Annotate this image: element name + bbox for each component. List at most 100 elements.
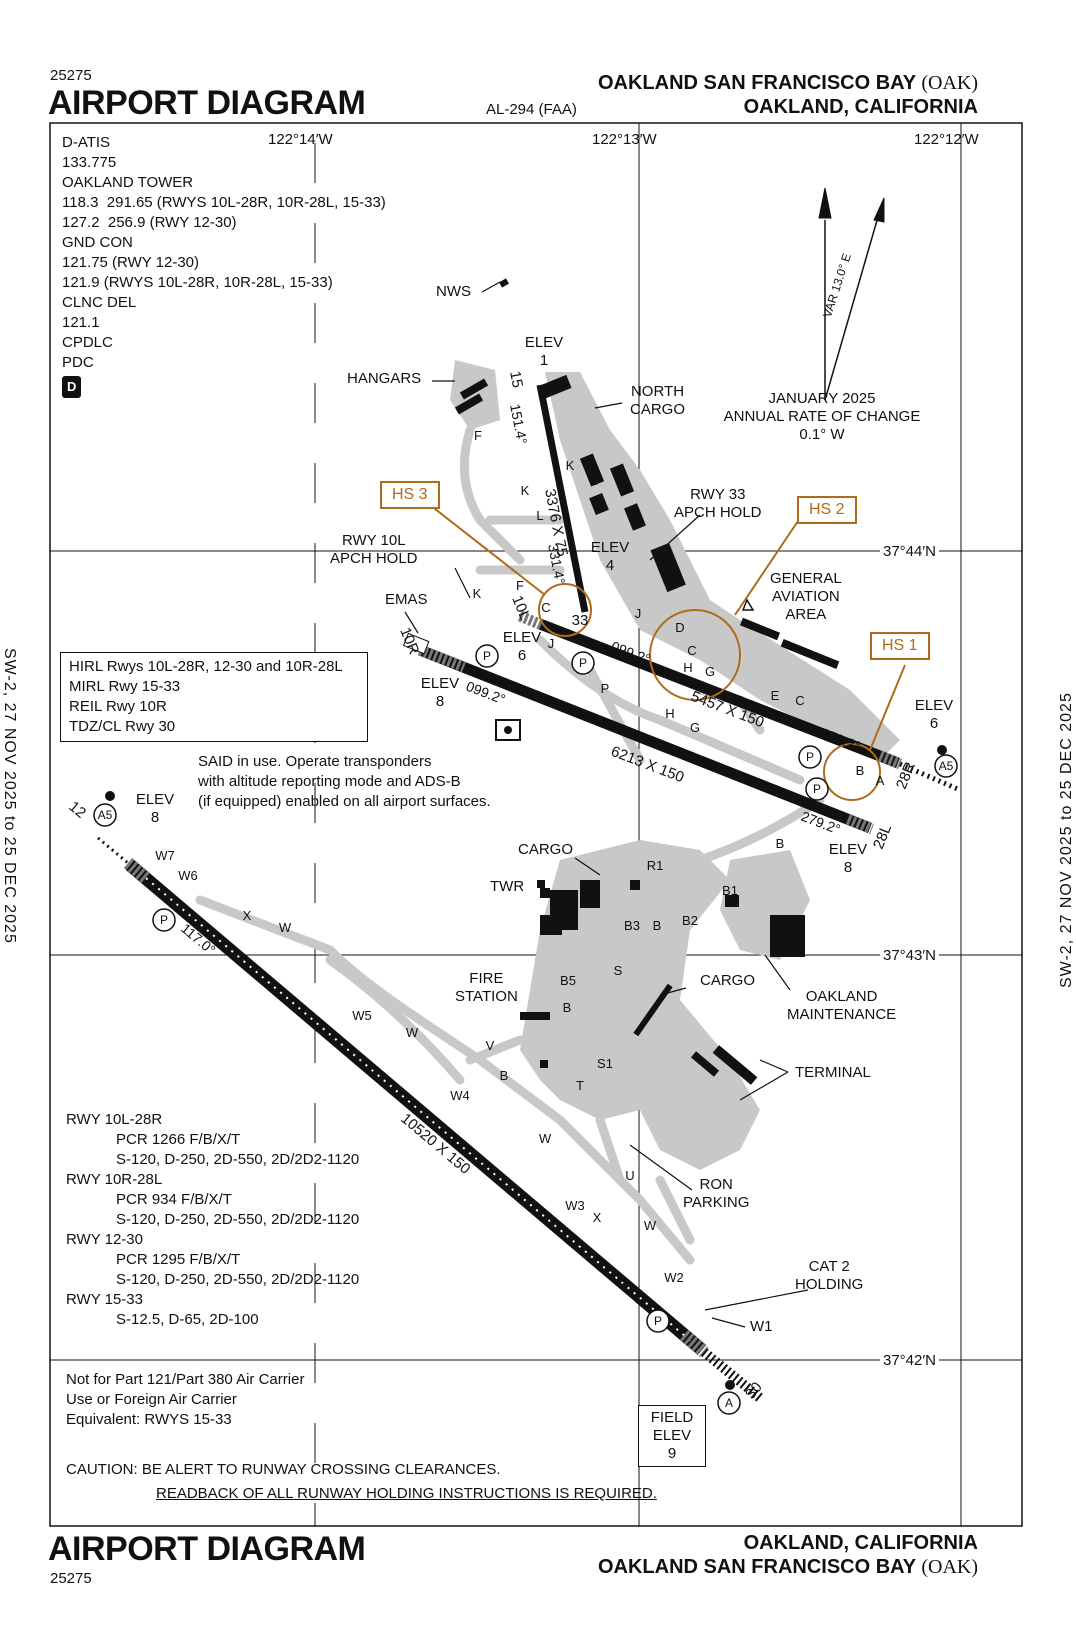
svg-text:W7: W7 — [155, 848, 175, 863]
svg-text:C: C — [795, 693, 804, 708]
svg-text:A5: A5 — [939, 759, 954, 773]
al-number: AL-294 (FAA) — [486, 101, 577, 118]
svg-text:U: U — [625, 1168, 634, 1183]
w1-label: W1 — [750, 1318, 773, 1335]
svg-text:B: B — [563, 1000, 572, 1015]
comms-line: D-ATIS — [62, 134, 111, 151]
airport-name-bottom: OAKLAND SAN FRANCISCO BAY (OAK) — [597, 1556, 978, 1578]
terminal-label: TERMINAL — [795, 1064, 871, 1081]
svg-text:A5: A5 — [98, 808, 113, 822]
svg-text:12: 12 — [65, 798, 89, 822]
svg-text:B1: B1 — [722, 883, 738, 898]
lighting-line: HIRL Rwys 10L-28R, 12-30 and 10R-28L — [69, 658, 343, 675]
svg-text:B2: B2 — [682, 913, 698, 928]
svg-text:W: W — [539, 1131, 552, 1146]
svg-text:P: P — [483, 649, 491, 663]
svg-text:331.4°: 331.4° — [545, 543, 568, 586]
svg-text:10L: 10L — [508, 593, 533, 623]
svg-text:X: X — [593, 1210, 602, 1225]
doc-number-bottom: 25275 — [50, 1570, 92, 1587]
strength-rwy: RWY 10L-28R — [66, 1111, 163, 1128]
effective-dates-right: SW-2, 27 NOV 2025 to 25 DEC 2025 — [1058, 692, 1075, 988]
svg-text:W: W — [406, 1025, 419, 1040]
svg-text:P: P — [654, 1314, 662, 1328]
comms-line: 118.3 291.65 (RWYS 10L-28R, 10R-28L, 15-… — [62, 194, 386, 211]
svg-text:F: F — [516, 578, 524, 593]
lat-label-2: 37°43′N — [880, 946, 940, 966]
svg-text:33: 33 — [572, 612, 589, 629]
nws-label: NWS — [436, 283, 471, 300]
svg-text:J: J — [548, 636, 555, 651]
svg-text:G: G — [690, 720, 700, 735]
lon-label-1: 122°14′W — [268, 131, 333, 148]
effective-dates-left: SW-2, 27 NOV 2025 to 25 DEC 2025 — [1, 648, 18, 944]
lighting-box: HIRL Rwys 10L-28R, 12-30 and 10R-28L MIR… — [60, 652, 368, 742]
runway-strength-block: RWY 10L-28R PCR 1266 F/B/X/T S-120, D-25… — [66, 1111, 360, 1328]
lon-label-3: 122°12′W — [914, 131, 979, 148]
hot-spot-2: HS 2 — [797, 496, 857, 524]
lighting-line: MIRL Rwy 15-33 — [69, 678, 181, 695]
svg-text:H: H — [665, 706, 674, 721]
strength-rwy: RWY 15-33 — [66, 1291, 143, 1308]
magvar-block: JANUARY 2025 ANNUAL RATE OF CHANGE 0.1° … — [723, 390, 921, 443]
svg-text:V: V — [486, 1038, 495, 1053]
runway-12-30 — [97, 761, 961, 1402]
svg-text:F: F — [474, 428, 482, 443]
svg-text:J: J — [635, 606, 642, 621]
strength-rwy: RWY 12-30 — [66, 1231, 143, 1248]
readback-note: READBACK OF ALL RUNWAY HOLDING INSTRUCTI… — [156, 1485, 657, 1502]
leader-lines — [404, 281, 809, 1328]
circled-marker-text: A5 A5 A P P P P P P — [98, 649, 954, 1410]
said-note: SAID in use. Operate transponders with a… — [198, 753, 491, 810]
svg-text:K: K — [521, 483, 530, 498]
city-top: OAKLAND, CALIFORNIA — [743, 96, 978, 118]
comms-line: GND CON — [62, 234, 133, 251]
svg-text:15: 15 — [506, 370, 526, 390]
buildings — [454, 278, 840, 1085]
svg-text:X: X — [243, 908, 252, 923]
comms-line: CPDLC — [62, 334, 113, 351]
svg-text:K: K — [473, 586, 482, 601]
north-arrow — [818, 187, 885, 401]
circled-markers — [93, 644, 958, 1415]
svg-text:A: A — [876, 773, 885, 788]
taxiways — [195, 425, 825, 1265]
svg-text:28L: 28L — [870, 822, 895, 852]
lat-label-3: 37°42′N — [880, 1351, 940, 1371]
svg-text:P: P — [813, 782, 821, 796]
svg-text:C: C — [541, 600, 550, 615]
comms-line: 121.9 (RWYS 10L-28R, 10R-28L, 15-33) — [62, 274, 333, 291]
svg-text:K: K — [566, 458, 575, 473]
svg-text:10R: 10R — [396, 625, 422, 657]
lighting-line: TDZ/CL Rwy 30 — [69, 718, 176, 735]
field-elevation-box: FIELD ELEV 9 — [638, 1405, 706, 1467]
lat-label-1: 37°44′N — [880, 542, 940, 562]
svg-text:D: D — [590, 473, 599, 488]
svg-text:W: W — [279, 920, 292, 935]
svg-text:B: B — [856, 763, 865, 778]
hot-spot-3: HS 3 — [380, 481, 440, 509]
doc-number-top: 25275 — [50, 67, 92, 84]
comms-line: CLNC DEL — [62, 294, 137, 311]
city-bottom: OAKLAND, CALIFORNIA — [743, 1532, 978, 1554]
svg-text:B: B — [500, 1068, 509, 1083]
svg-text:W6: W6 — [178, 868, 198, 883]
lon-label-2: 122°13′W — [592, 131, 657, 148]
svg-text:297.0°: 297.0° — [593, 1255, 634, 1293]
svg-text:B: B — [776, 836, 785, 851]
field-symbols — [105, 598, 947, 1390]
svg-text:P: P — [579, 656, 587, 670]
runway-10r-28l — [402, 632, 875, 835]
comms-block: D-ATIS 133.775 OAKLAND TOWER 118.3 291.6… — [62, 133, 386, 398]
svg-text:L: L — [536, 508, 543, 523]
